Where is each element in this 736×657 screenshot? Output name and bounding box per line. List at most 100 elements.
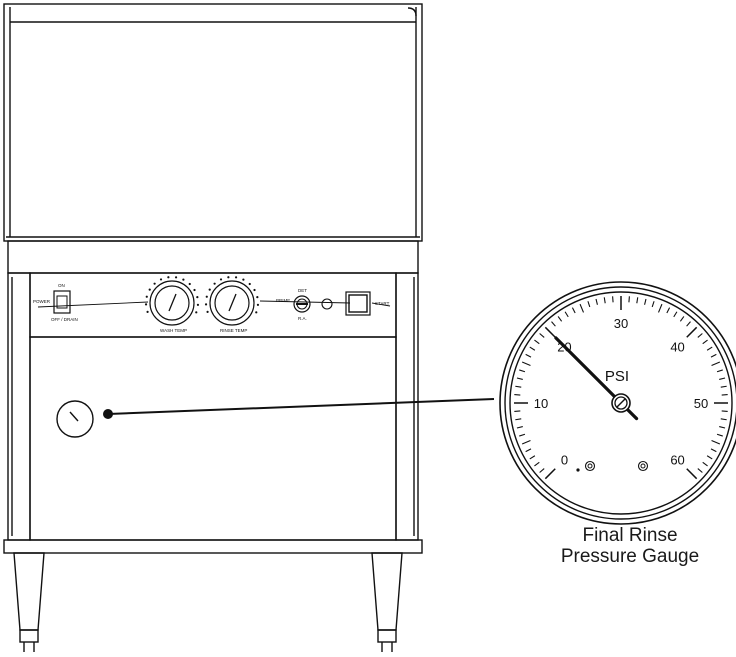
gauge-tick [529, 346, 536, 351]
dial-tick [219, 278, 223, 281]
gauge-tick [686, 321, 691, 327]
on-label: ON [58, 283, 65, 288]
dial-tick [145, 295, 148, 298]
dial-tick [174, 276, 178, 279]
small-pressure-gauge[interactable] [56, 400, 94, 438]
dial-tick [256, 296, 259, 299]
dial-tick [227, 276, 230, 279]
caption-line-1: Final Rinse [582, 525, 678, 546]
gauge-tick [544, 468, 556, 480]
gauge-scale-label: 0 [561, 453, 568, 468]
gauge-tick [702, 461, 708, 467]
control-panel [37, 276, 391, 326]
gauge-tick [521, 361, 531, 367]
caption-line-2: Pressure Gauge [560, 546, 700, 567]
gauge-tick [644, 298, 647, 305]
gauge-tick [636, 297, 639, 304]
gauge-tick [515, 385, 522, 388]
dial-tick [234, 276, 238, 279]
gauge-tick [711, 361, 721, 367]
gauge-tick [571, 307, 576, 314]
start-button[interactable] [345, 291, 371, 316]
gauge-tick [697, 333, 703, 338]
gauge-tick [706, 455, 713, 460]
gauge-tick [557, 316, 563, 322]
power-switch[interactable] [53, 290, 71, 314]
hood [3, 3, 423, 242]
gauge-tick [534, 339, 540, 345]
gauge-tick [710, 353, 717, 358]
gauge-tick [525, 353, 532, 358]
dial-tick [242, 278, 245, 281]
indicator-light [321, 298, 333, 310]
gauge-tick [686, 468, 698, 480]
gauge-caption: Final Rinse Pressure Gauge [520, 525, 736, 567]
dial-tick [193, 288, 196, 292]
gauge-tick [595, 298, 598, 305]
gauge-tick [720, 418, 727, 421]
gauge-tick [521, 439, 531, 445]
gauge-scale-label: 40 [670, 339, 684, 354]
gauge-tick [679, 316, 685, 322]
gauge-tick [525, 448, 532, 453]
dial-tick [146, 310, 149, 313]
power-label: POWER [33, 299, 51, 304]
gauge-tick [551, 321, 556, 327]
gauge-tick [564, 311, 569, 318]
gauge-tick [706, 346, 713, 351]
gauge-tick [516, 377, 523, 380]
gauge-tick [519, 433, 526, 437]
gauge-tick [702, 339, 708, 345]
prime-selector[interactable] [293, 295, 311, 313]
dial-tick [153, 282, 156, 285]
gauge-tick [697, 468, 703, 473]
dial-tick [213, 282, 216, 285]
gauge-tick [515, 418, 522, 421]
rinse-temp-dial[interactable] [204, 276, 260, 326]
gauge-tick [539, 333, 545, 338]
start-label: START [375, 301, 390, 306]
prime-label: PRIME [276, 298, 290, 303]
wash-temp-label: WASH TEMP [160, 328, 187, 333]
dial-tick [206, 310, 209, 313]
dial-tick [255, 311, 258, 314]
gauge-tick [579, 303, 585, 313]
leader-line [107, 398, 495, 415]
dial-tick [205, 295, 208, 298]
gauge-tick [716, 369, 723, 373]
gauge-tick [539, 468, 545, 473]
gauge-tick [603, 297, 606, 304]
dial-tick [208, 288, 211, 291]
dial-tick [256, 303, 260, 306]
dial-tick [148, 288, 151, 291]
gauge-screw-right [637, 460, 649, 472]
gauge-tick [516, 426, 523, 429]
gauge-tick [519, 369, 526, 373]
gauge-tick [666, 307, 671, 314]
dial-tick [188, 282, 191, 286]
gauge-tick [534, 461, 540, 467]
wash-temp-dial[interactable] [144, 276, 200, 326]
det-label: DET [298, 288, 307, 293]
gauge-scale-label: 60 [670, 453, 684, 468]
gauge-scale-label: 10 [534, 396, 548, 411]
gauge-screw-left [584, 460, 596, 472]
gauge-tick [587, 301, 591, 308]
dial-tick [144, 303, 148, 306]
gauge-scale-label: 30 [614, 316, 628, 331]
rinse-aid-label: R.A. [298, 316, 307, 321]
gauge-tick [651, 301, 655, 308]
dial-tick [159, 278, 163, 281]
gauge-tick [719, 426, 726, 429]
dial-tick [253, 288, 256, 292]
dial-tick [248, 282, 251, 286]
dial-tick [196, 303, 200, 306]
dial-tick [195, 311, 198, 314]
gauge-tick [720, 385, 727, 388]
gauge-tick [710, 448, 717, 453]
cabinet [3, 240, 423, 554]
dial-tick [204, 303, 208, 306]
gauge-tick [716, 433, 723, 437]
